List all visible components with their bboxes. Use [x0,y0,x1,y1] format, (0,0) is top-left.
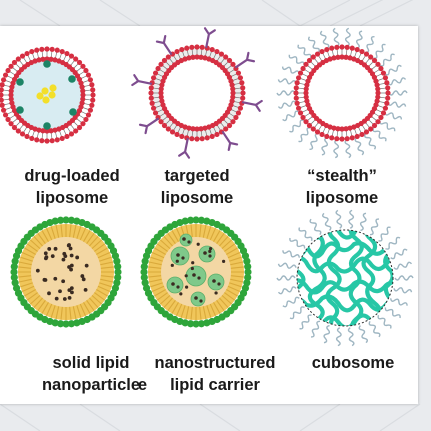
stealth-liposome-icon [276,27,408,159]
label-cut-off: e [137,376,147,394]
cubosome-icon [276,209,414,347]
drug-loaded-liposome-icon [0,46,96,144]
label-cubosome: cubosome [311,354,395,372]
label-stealth-liposome: “stealth”liposome [305,167,379,207]
nanostructured-lipid-carrier-icon [140,216,252,328]
targeted-liposome-icon [131,27,263,159]
nanocarrier-diagram [0,27,414,347]
solid-lipid-nanoparticle-icon [10,216,122,328]
